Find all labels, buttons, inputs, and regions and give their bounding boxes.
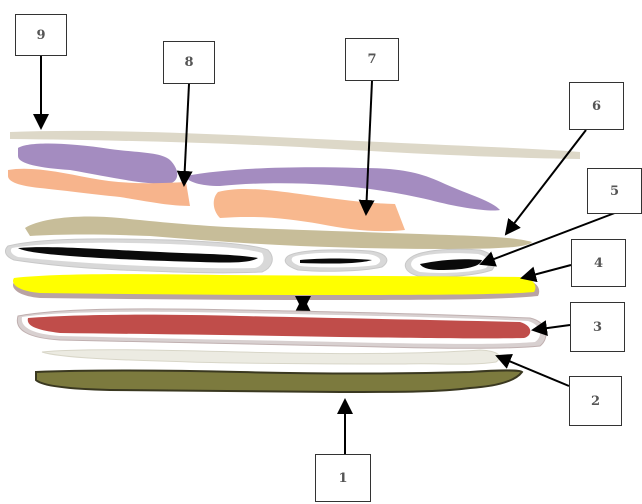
arrow-4 [522, 265, 571, 278]
label-box-4: 4 [571, 239, 626, 287]
layer-2-pale [42, 350, 499, 364]
layer-7-peach [214, 189, 405, 231]
label-box-9: 9 [15, 14, 67, 56]
label-3-text: 3 [593, 320, 602, 335]
label-7-text: 7 [367, 52, 376, 67]
label-9-text: 9 [36, 28, 45, 43]
label-2-text: 2 [591, 394, 600, 409]
label-box-3: 3 [570, 302, 625, 352]
label-6-text: 6 [592, 99, 601, 114]
label-box-5: 5 [587, 168, 642, 214]
label-box-1: 1 [315, 454, 371, 502]
label-box-8: 8 [163, 41, 215, 84]
label-8-text: 8 [184, 55, 193, 70]
label-1-text: 1 [338, 471, 347, 486]
label-box-6: 6 [569, 82, 624, 130]
layer-1-olive [36, 371, 522, 393]
layer-4-yellow [13, 274, 535, 295]
arrow-6 [506, 130, 586, 234]
label-5-text: 5 [610, 184, 619, 199]
label-4-text: 4 [594, 256, 603, 271]
label-box-7: 7 [345, 38, 399, 81]
label-box-2: 2 [569, 376, 622, 426]
